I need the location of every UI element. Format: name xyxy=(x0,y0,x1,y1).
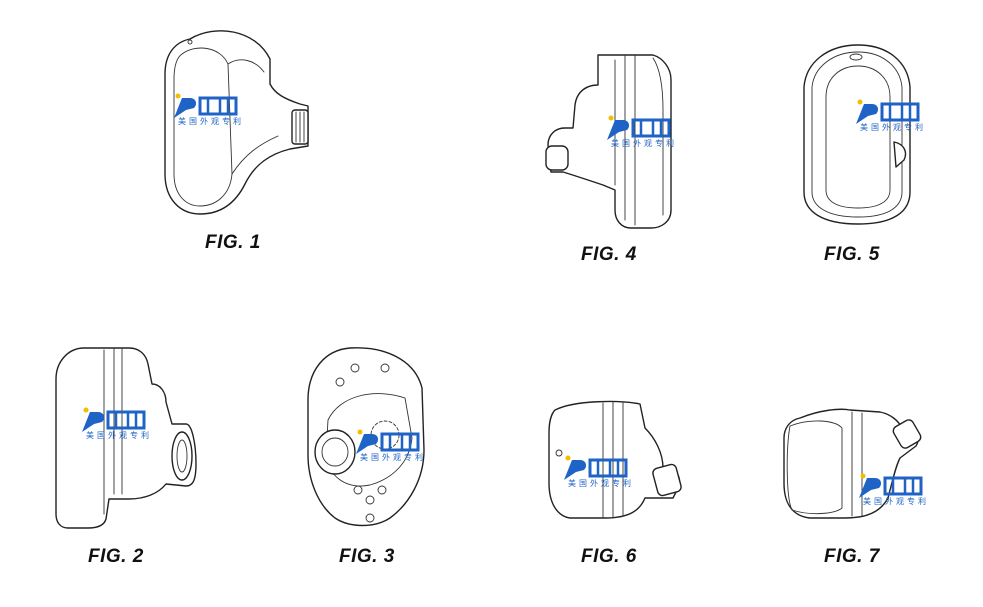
watermark-text: 美国外观专利 xyxy=(860,123,926,132)
figure-2-caption: FIG. 2 xyxy=(88,546,144,567)
watermark-logo: 美国外观专利 xyxy=(78,404,149,448)
figure-1-drawing xyxy=(160,24,320,224)
figure-6-caption: FIG. 6 xyxy=(581,546,637,567)
figure-5-drawing xyxy=(798,42,918,227)
figure-4-caption: FIG. 4 xyxy=(581,244,637,265)
watermark-text: 美国外观专利 xyxy=(360,453,426,462)
figure-4-drawing xyxy=(543,50,693,230)
watermark-symbol-icon xyxy=(82,407,146,432)
figure-5-caption: FIG. 5 xyxy=(824,244,880,265)
watermark-symbol-icon xyxy=(564,455,628,480)
watermark-symbol-icon xyxy=(856,99,920,124)
figure-7-caption: FIG. 7 xyxy=(824,546,880,567)
watermark-text: 美国外观专利 xyxy=(178,117,244,126)
watermark-symbol-icon xyxy=(859,473,923,498)
watermark-symbol-icon xyxy=(607,115,671,140)
figure-2-drawing xyxy=(54,344,199,529)
watermark-symbol-icon xyxy=(356,429,420,454)
watermark-logo: 美国外观专利 xyxy=(852,96,923,140)
figure-3-caption: FIG. 3 xyxy=(339,546,395,567)
watermark-text: 美国外观专利 xyxy=(568,479,634,488)
watermark-text: 美国外观专利 xyxy=(863,497,929,506)
watermark-symbol-icon xyxy=(174,93,238,118)
watermark-logo: 美国外观专利 xyxy=(352,426,423,470)
watermark-logo: 美国外观专利 xyxy=(603,112,674,156)
watermark-text: 美国外观专利 xyxy=(86,431,152,440)
watermark-logo: 美国外观专利 xyxy=(855,470,926,514)
watermark-logo: 美国外观专利 xyxy=(560,452,631,496)
watermark-text: 美国外观专利 xyxy=(611,139,677,148)
watermark-logo: 美国外观专利 xyxy=(170,90,241,134)
figure-1-caption: FIG. 1 xyxy=(205,232,261,253)
